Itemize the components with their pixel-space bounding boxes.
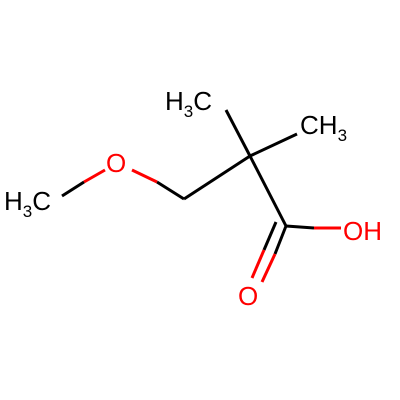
atom-methyl-top-left: H3C [165, 86, 212, 121]
bond-ether-o-to-methyl-black [61, 180, 85, 198]
atom-hydroxyl: OH [343, 216, 382, 246]
atom-methyl-left: H3C [4, 186, 51, 221]
bond-carbonyl-b-black [262, 221, 278, 251]
bond-ch2-to-ether-o-red [131, 168, 158, 184]
bond-quaternary-to-ch2 [183, 154, 251, 201]
atom-ether-oxygen: O [106, 148, 126, 178]
bond-ether-o-to-methyl-red [83, 168, 106, 184]
bond-carboxyl-to-oh-black [285, 224, 315, 230]
atom-methyl-top-right: CH3 [300, 110, 347, 145]
atom-carbonyl-oxygen: O [238, 281, 258, 311]
bond-quaternary-to-methyl-top-right [249, 132, 298, 158]
bond-carbonyl-a-black [273, 225, 288, 255]
bond-carbonyl-a-red [260, 253, 277, 283]
bond-quaternary-to-methyl-top-left [224, 109, 252, 157]
bond-ch2-to-ether-o-black [156, 180, 185, 201]
bond-carbonyl-b-red [250, 249, 266, 279]
bond-quaternary-to-carboxyl [248, 155, 288, 227]
